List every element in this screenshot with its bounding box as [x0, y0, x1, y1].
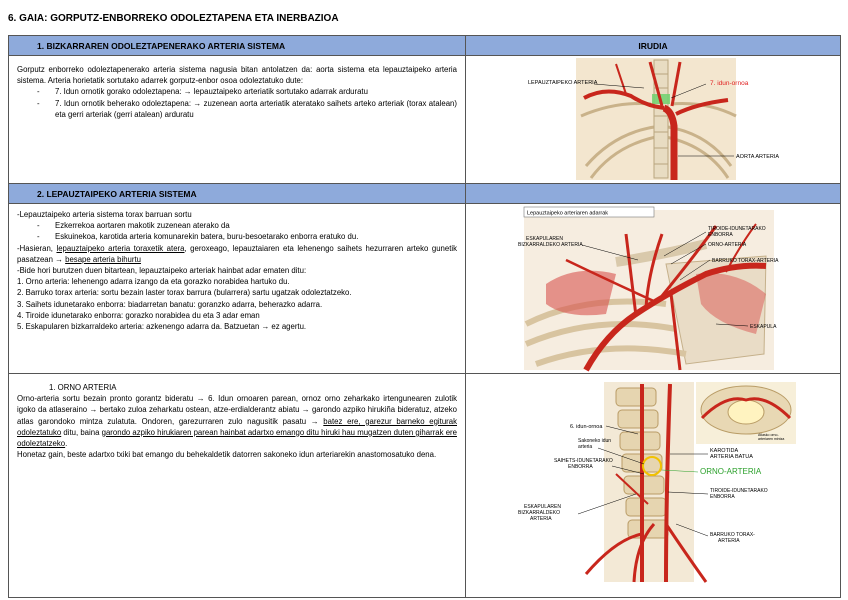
s2-bullet-left: -Ezkerrekoa aortaren makotik zuzenean at…	[37, 221, 230, 231]
fig2-label-vertebral: ORNO-ARTERIA	[708, 242, 747, 248]
fig3-label-internal-thoracic-2: ARTERIA	[718, 538, 740, 544]
s2-branch-4: 4. Tiroide idunetarako enborra: gorazko …	[17, 310, 260, 320]
s2-branch-2: 2. Barruko torax arteria: sortu bezain l…	[17, 288, 352, 298]
section-1-title: 1. BIZKARRAREN ODOLEZTAPENERAKO ARTERIA …	[8, 35, 466, 56]
section-1-paragraph: Gorputz enborreko odoleztapenerako arter…	[17, 65, 457, 86]
fig1-label-subclavian: LEPAUZTAIPEKO ARTERIA	[528, 80, 598, 86]
fig2-label-thyrocervical-2: ENBORRA	[708, 232, 733, 238]
content-table: 1. BIZKARRAREN ODOLEZTAPENERAKO ARTERIA …	[8, 35, 841, 598]
section-3-title: 1. ORNO ARTERIA	[49, 383, 117, 392]
fig3-label-carotid-1: KAROTIDA	[710, 448, 738, 454]
s2-line-5: -Bide hori burutzen duen bitartean, lepa…	[17, 266, 307, 276]
vertebral-artery-figure: Atlasko orno- arteriaren mintza	[518, 382, 796, 583]
page-title: 6. GAIA: GORPUTZ-ENBORREKO ODOLEZTAPENA …	[8, 13, 339, 24]
section-3-paragraph-1: Orno-arteria sortu bezain pronto gorantz…	[17, 394, 457, 449]
fig3-label-dorsal-scapular-1: ESKAPULAREN	[524, 504, 561, 510]
fig3-label-dorsal-scapular-3: ARTERIA	[530, 516, 552, 522]
fig3-label-costocervical-1: SAIHETS-IDUNETARAKO	[554, 458, 613, 464]
fig2-label-internal-thoracic: BARRUKO TORAX-ARTERIA	[712, 258, 779, 264]
section-2-text: -Lepauztaipeko arteria sistema torax bar…	[8, 203, 466, 374]
s2-line-1: -Lepauztaipeko arteria sistema torax bar…	[17, 210, 192, 219]
s2-branch-3: 3. Saihets idunetarako enborra: biadarre…	[17, 299, 323, 309]
fig3-label-carotid-2: ARTERIA BATUA	[710, 454, 753, 460]
s2-bullet-right: -Eskuinekoa, karotida arteria komunareki…	[37, 232, 359, 242]
section-3-paragraph-2: Honetaz gain, beste adartxo txiki bat em…	[17, 450, 437, 460]
section-1-bullet-1: -7. Idun ornotik gorako odoleztapena: → …	[37, 87, 368, 97]
fig3-label-thyrocervical-1: TIROIDE-IDUNETARAKO	[710, 488, 768, 494]
fig1-label-aorta: AORTA ARTERIA	[736, 154, 779, 160]
section-1-header-row: 1. BIZKARRAREN ODOLEZTAPENERAKO ARTERIA …	[8, 35, 841, 56]
section-2-row: -Lepauztaipeko arteria sistema torax bar…	[8, 203, 841, 374]
fig2-label-dorsal-scapular-2: BIZKARRALDEKO ARTERIA	[518, 242, 583, 248]
fig3-label-dorsal-scapular-2: BIZKARRALDEKO	[518, 510, 560, 516]
section-1-row: Gorputz enborreko odoleztapenerako arter…	[8, 55, 841, 184]
s2-line-4: -Hasieran, lepauztaipeko arteria toraxet…	[17, 243, 457, 264]
section-2-figure-cell: Lepauztaipeko arteriaren adarrak ESKAPUL…	[465, 203, 841, 374]
section-2-header-blank	[465, 183, 841, 204]
spine-aorta-figure: LEPAUZTAIPEKO ARTERIA 7. idun-ornoa AORT…	[528, 58, 779, 180]
irudia-header: IRUDIA	[465, 35, 841, 56]
section-2-header-row: 2. LEPAUZTAIPEKO ARTERIA SISTEMA	[8, 183, 841, 204]
fig2-label-dorsal-scapular-1: ESKAPULAREN	[526, 236, 563, 242]
fig3-inset-label-1: Atlasko orno-	[758, 433, 779, 437]
section-1-text: Gorputz enborreko odoleztapenerako arter…	[8, 55, 466, 184]
fig3-label-internal-thoracic-1: BARRUKO TORAX-	[710, 532, 755, 538]
fig3-inset-label-2: arteriaren mintza	[758, 437, 784, 441]
fig3-label-thyrocervical-2: ENBORRA	[710, 494, 735, 500]
section-1-figure-cell: LEPAUZTAIPEKO ARTERIA 7. idun-ornoa AORT…	[465, 55, 841, 184]
fig2-caption: Lepauztaipeko arteriaren adarrak	[527, 211, 608, 217]
s2-branch-1: 1. Orno arteria: lehenengo adarra izango…	[17, 277, 290, 287]
section-3-text: 1. ORNO ARTERIA Orno-arteria sortu bezai…	[8, 373, 466, 598]
section-3-row: 1. ORNO ARTERIA Orno-arteria sortu bezai…	[8, 373, 841, 598]
s2-branch-5: 5. Eskapularen bizkarraldeko arteria: az…	[17, 322, 307, 332]
fig3-label-deep-cervical-2: arteria	[578, 444, 592, 450]
subclavian-branches-figure: Lepauztaipeko arteriaren adarrak ESKAPUL…	[518, 206, 779, 372]
fig3-label-costocervical-2: ENBORRA	[568, 464, 593, 470]
fig2-label-thyrocervical-1: TIROIDE-IDUNETARAKO	[708, 226, 766, 232]
section-2-title: 2. LEPAUZTAIPEKO ARTERIA SISTEMA	[8, 183, 466, 204]
section-1-bullet-2: -7. Idun ornotik beherako odoleztapena: …	[37, 98, 457, 119]
fig3-label-deep-cervical-1: Sakoneko idun	[578, 438, 611, 444]
fig3-label-vertebral-artery: ORNO-ARTERIA	[700, 467, 762, 476]
fig2-label-scapula: ESKAPULA	[750, 324, 777, 330]
fig3-label-c6: 6. idun-ornoa	[570, 424, 603, 430]
fig1-label-c7: 7. idun-ornoa	[710, 80, 749, 87]
section-3-figure-cell: Atlasko orno- arteriaren mintza	[465, 373, 841, 598]
